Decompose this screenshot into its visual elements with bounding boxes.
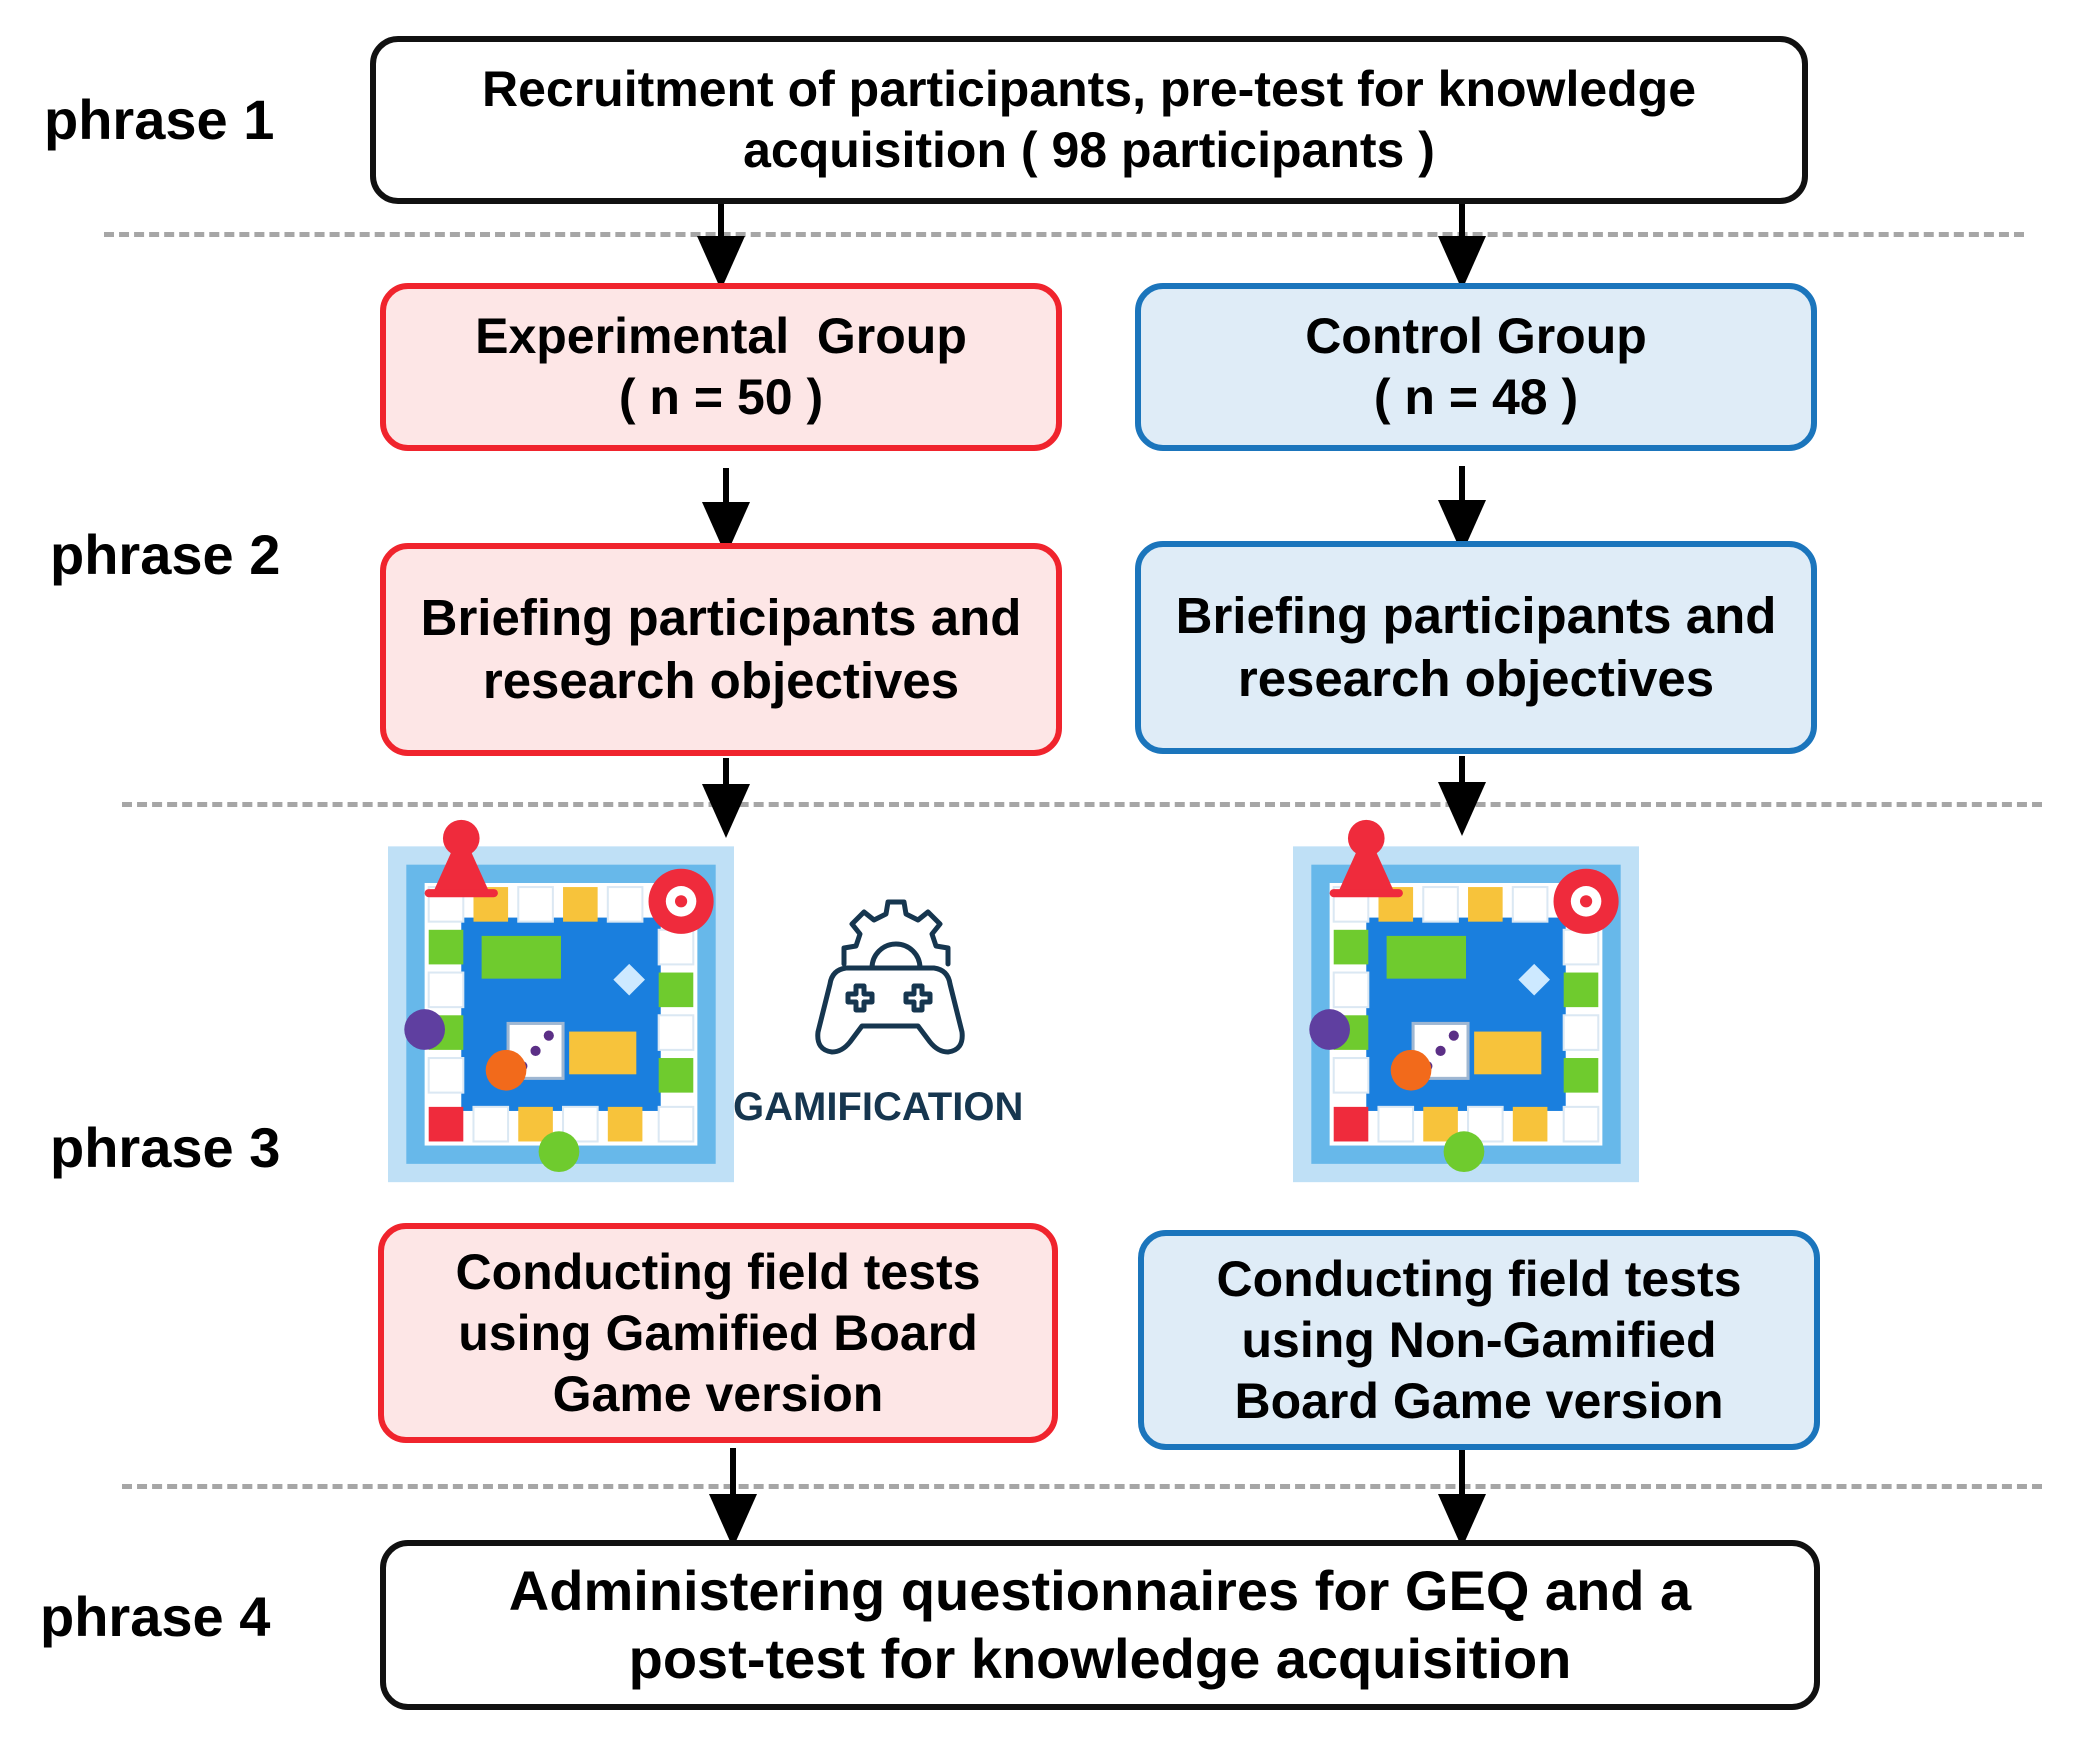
board-game-icon [388, 819, 734, 1183]
experimental-briefing-line-2: research objectives [482, 651, 960, 709]
experimental-field-test-line-2: using Gamified Board [458, 1304, 978, 1361]
final-assessment-line-2: post-test for knowledge acquisition [628, 1627, 1572, 1690]
control-briefing-line-2: research objectives [1237, 649, 1715, 707]
recruitment-line-2: acquisition ( 98 participants ) [743, 122, 1435, 178]
board-game-drawing [388, 819, 734, 1183]
experimental-field-test-line-3: Game version [552, 1365, 884, 1422]
board-game-drawing [1293, 819, 1639, 1183]
recruitment-line-1: Recruitment of participants, pre-test fo… [481, 61, 1697, 117]
recruitment-box: Recruitment of participants, pre-test fo… [370, 36, 1808, 204]
experimental-group-box: Experimental Group ( n = 50 ) [380, 283, 1062, 451]
board-game-icon [1293, 819, 1639, 1183]
phase-label-2: phrase 2 [50, 523, 281, 586]
experimental-field-test-line-1: Conducting field tests [455, 1243, 981, 1300]
control-briefing-box: Briefing participants and research objec… [1135, 541, 1817, 754]
phase-divider-3 [122, 1484, 2042, 1489]
experimental-group-title: Experimental Group [475, 308, 967, 364]
experimental-briefing-line-1: Briefing participants and [420, 589, 1022, 647]
gamification-label: GAMIFICATION [733, 1085, 1024, 1129]
phase-label-3: phrase 3 [50, 1116, 281, 1179]
control-field-test-line-3: Board Game version [1234, 1372, 1724, 1429]
control-briefing-line-1: Briefing participants and [1175, 587, 1777, 645]
gamepad-gear-icon [815, 899, 965, 1055]
control-field-test-line-2: using Non-Gamified [1241, 1311, 1717, 1368]
control-group-box: Control Group ( n = 48 ) [1135, 283, 1817, 451]
control-group-count: ( n = 48 ) [1373, 369, 1579, 425]
control-field-test-box: Conducting field tests using Non-Gamifie… [1138, 1230, 1820, 1450]
experimental-group-count: ( n = 50 ) [618, 369, 824, 425]
phase-label-1: phrase 1 [44, 88, 275, 151]
phase-divider-2 [122, 802, 2042, 807]
control-field-test-line-1: Conducting field tests [1216, 1250, 1742, 1307]
experimental-briefing-box: Briefing participants and research objec… [380, 543, 1062, 756]
phase-divider-1 [104, 232, 2024, 237]
phase-label-4: phrase 4 [40, 1585, 271, 1648]
final-assessment-line-1: Administering questionnaires for GEQ and… [508, 1558, 1692, 1622]
final-assessment-box: Administering questionnaires for GEQ and… [380, 1540, 1820, 1710]
control-group-title: Control Group [1305, 308, 1647, 364]
experimental-field-test-box: Conducting field tests using Gamified Bo… [378, 1223, 1058, 1443]
